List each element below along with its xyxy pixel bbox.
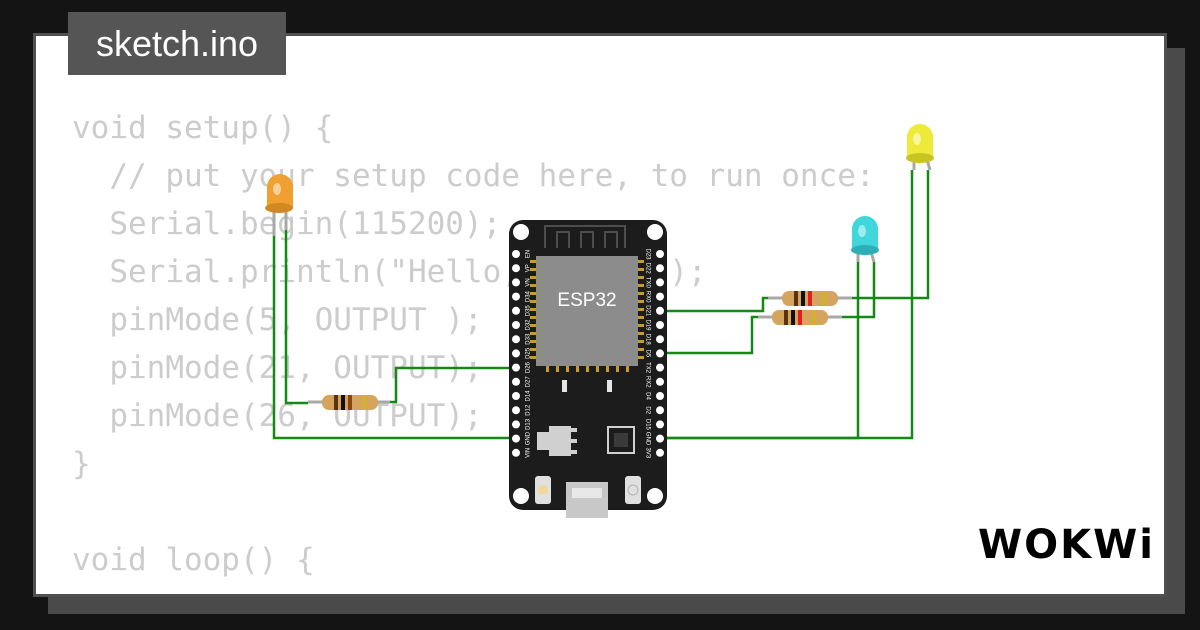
pin-label: D23 — [644, 248, 650, 260]
pin-hole[interactable] — [656, 335, 664, 344]
pin-label: D12 — [526, 404, 532, 416]
pin-hole[interactable] — [512, 335, 520, 344]
pin-label: TX2 — [644, 362, 650, 374]
pin-label: D33 — [526, 333, 532, 345]
pin-label: D25 — [526, 347, 532, 359]
pin-hole[interactable] — [512, 448, 520, 457]
pin-label: D2 — [644, 406, 650, 414]
pin-label: D22 — [644, 263, 650, 275]
pin-label: D14 — [526, 390, 532, 402]
wire[interactable] — [660, 170, 914, 440]
code-line: void loop() { — [72, 542, 315, 578]
wire[interactable] — [272, 236, 516, 440]
wire[interactable] — [660, 315, 758, 355]
wokwi-logo: WOKWi — [978, 522, 1155, 568]
code-line: } — [72, 446, 91, 482]
pin-hole[interactable] — [512, 321, 520, 329]
code-line: digitalWrite(5, HIGH); — [72, 584, 875, 594]
pin-label: RX0 — [644, 291, 650, 303]
pin-label: D19 — [644, 319, 650, 331]
pin-hole[interactable] — [656, 406, 664, 415]
pin-hole[interactable] — [512, 250, 520, 258]
pin-label: D21 — [644, 305, 650, 317]
pin-label: TX0 — [644, 277, 650, 289]
esp32-board[interactable]: ESP32 ENVPVND34D35D32D33D25D26D27D14D12D… — [509, 220, 667, 518]
wire[interactable] — [660, 262, 860, 440]
pin-label: VN — [526, 278, 532, 286]
pin-label: D35 — [526, 305, 532, 317]
wire[interactable] — [284, 230, 308, 405]
led-cyan[interactable] — [851, 216, 879, 263]
pin-label: D26 — [526, 361, 532, 373]
wire[interactable] — [842, 262, 876, 319]
wire[interactable] — [660, 296, 768, 313]
pin-label: D32 — [526, 319, 532, 331]
resistor-2[interactable] — [768, 291, 852, 306]
pin-label: D15 — [644, 419, 650, 431]
pin-label: VP — [526, 264, 532, 272]
pin-hole[interactable] — [512, 264, 520, 273]
pin-label: D5 — [644, 350, 650, 358]
pin-label: D4 — [644, 392, 650, 400]
pin-hole[interactable] — [656, 264, 664, 273]
pin-label: D27 — [526, 376, 532, 388]
pin-label: D34 — [526, 290, 532, 302]
wires — [272, 170, 930, 440]
pin-hole[interactable] — [512, 363, 520, 372]
pin-hole[interactable] — [512, 420, 520, 429]
pin-hole[interactable] — [656, 278, 664, 287]
pin-hole[interactable] — [512, 377, 520, 386]
pin-label: RX2 — [644, 376, 650, 388]
pin-hole[interactable] — [656, 448, 664, 457]
pin-label: D18 — [644, 334, 650, 346]
pin-hole[interactable] — [512, 292, 520, 301]
file-tab[interactable]: sketch.ino — [68, 12, 286, 75]
pin-hole[interactable] — [656, 250, 664, 258]
wire[interactable] — [852, 170, 930, 300]
pin-hole[interactable] — [512, 434, 520, 443]
pin-hole[interactable] — [656, 349, 664, 358]
code-line: Serial.begin(115200); — [72, 206, 502, 242]
led-yellow[interactable] — [906, 124, 934, 171]
pin-hole[interactable] — [512, 278, 520, 287]
pin-label: VIN — [526, 448, 532, 458]
pin-hole[interactable] — [656, 321, 664, 329]
pin-label: D13 — [526, 418, 532, 430]
chip-label: ESP32 — [557, 290, 616, 311]
pin-hole[interactable] — [512, 306, 520, 315]
right-pin-header: D23D22TX0RX0D21D19D18D5TX2RX2D4D2D15GND3… — [644, 248, 664, 459]
pin-hole[interactable] — [656, 292, 664, 301]
pin-label: GND — [526, 431, 532, 445]
resistor-3[interactable] — [758, 310, 842, 325]
code-line: pinMode(5, OUTPUT ); — [72, 302, 483, 338]
wire[interactable] — [390, 366, 516, 404]
pin-label: GND — [644, 432, 650, 446]
pin-hole[interactable] — [656, 392, 664, 400]
pin-label: EN — [526, 250, 532, 258]
pin-hole[interactable] — [656, 306, 664, 315]
code-line: void setup() { — [72, 110, 334, 146]
pin-hole[interactable] — [656, 363, 664, 372]
pin-hole[interactable] — [656, 377, 664, 386]
resistor-1[interactable] — [308, 395, 390, 410]
pin-hole[interactable] — [512, 392, 520, 400]
pin-hole[interactable] — [512, 406, 520, 415]
pin-hole[interactable] — [512, 349, 520, 358]
pin-hole[interactable] — [656, 434, 664, 443]
led-orange[interactable] — [265, 174, 293, 236]
pin-hole[interactable] — [656, 420, 664, 429]
pin-label: 3V3 — [644, 447, 650, 458]
